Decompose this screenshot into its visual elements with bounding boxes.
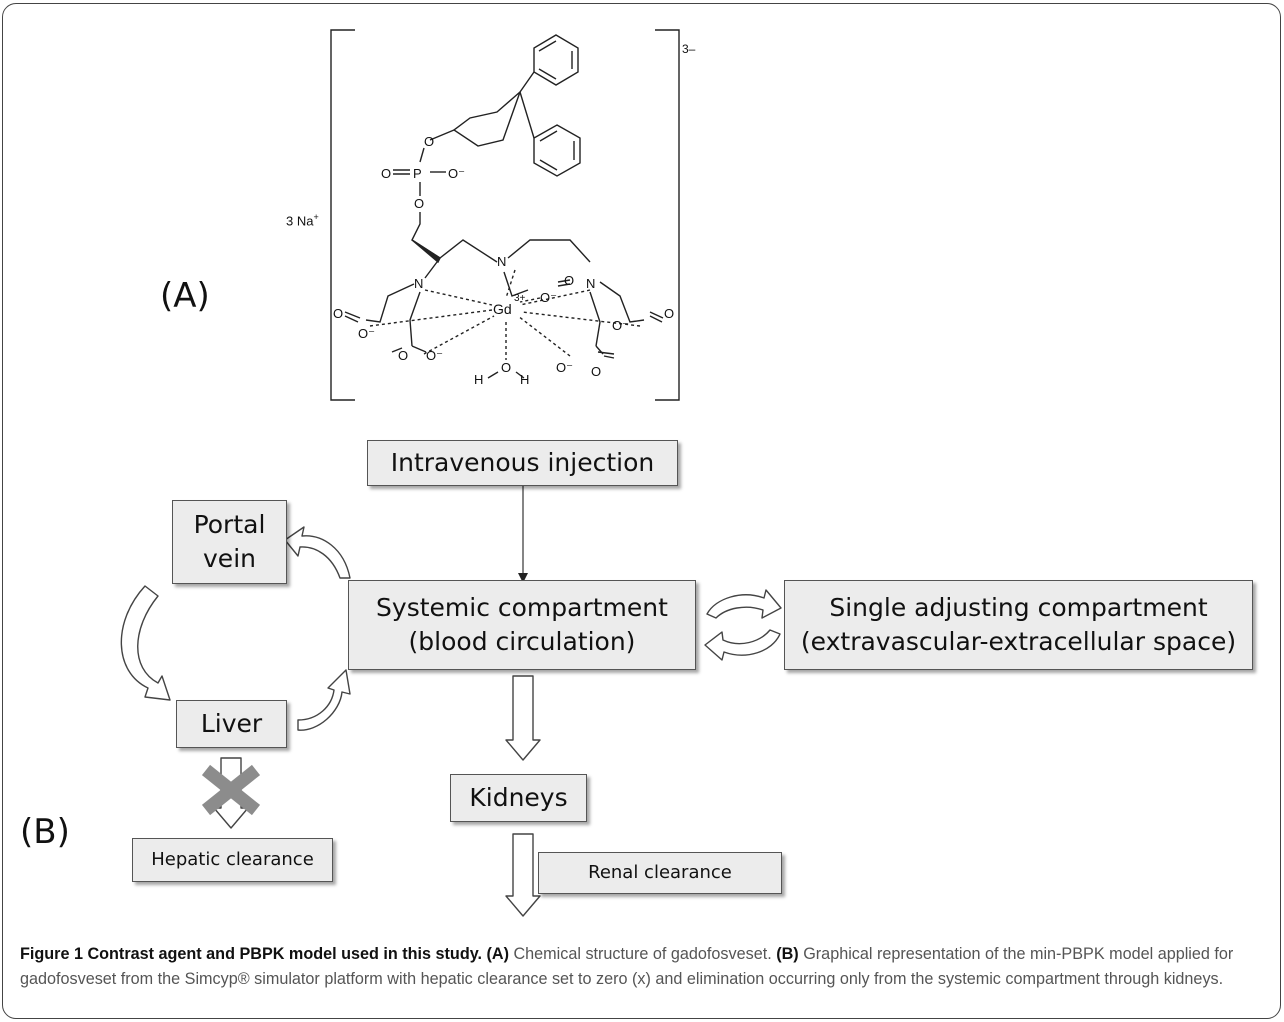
renal-clearance-label: Renal clearance [588, 861, 732, 883]
hepatic-clearance-box: Hepatic clearance [132, 838, 333, 882]
systemic-to-single-arrow [706, 589, 782, 619]
complex-charge: 3– [682, 42, 696, 56]
gadolinium-charge: 3+ [514, 293, 526, 304]
iv-injection-label: Intravenous injection [390, 448, 655, 478]
liver-to-systemic-arrow [297, 669, 351, 731]
liver-label: Liver [200, 709, 263, 739]
panel-b-label: (B) [20, 812, 70, 852]
oxygen-minus-label: O⁻ [358, 326, 375, 341]
oxygen-label: O [424, 134, 434, 149]
oxygen-label: O [381, 166, 391, 181]
hydrogen-label: H [520, 372, 529, 387]
portal-to-liver-arrow [120, 585, 171, 701]
oxygen-label: O [664, 306, 674, 321]
oxygen-minus-label: O⁻ [556, 360, 573, 375]
oxygen-minus-label: O⁻ [540, 290, 557, 305]
kidneys-box: Kidneys [450, 774, 587, 822]
portal-vein-box: Portal vein [172, 500, 287, 584]
kidneys-to-renal-arrow [505, 833, 541, 917]
figure-frame [2, 3, 1281, 1019]
panel-a-label: (A) [160, 276, 210, 316]
caption-b-text: Graphical representation of the min-PBPK… [20, 945, 1234, 988]
oxygen-label: O [398, 348, 408, 363]
kidneys-label: Kidneys [469, 783, 568, 813]
systemic-label-line2: (blood circulation) [408, 627, 636, 656]
counter-ion-text: 3 Na [286, 213, 314, 229]
oxygen-label: O [591, 364, 601, 379]
portal-vein-label-line2: vein [203, 544, 256, 573]
liver-box: Liver [176, 700, 287, 748]
oxygen-label: O [564, 273, 574, 288]
caption-a-tag: (A) [486, 945, 509, 963]
hepatic-blocked-x-icon [201, 764, 261, 816]
oxygen-minus-label: O⁻ [612, 318, 629, 333]
water-oxygen-label: O [501, 360, 511, 375]
hydrogen-label: H [474, 372, 483, 387]
single-label-line2: (extravascular-extracellular space) [800, 627, 1237, 656]
figure-caption: Figure 1 Contrast agent and PBPK model u… [20, 942, 1270, 992]
counter-ion-charge: + [313, 212, 319, 222]
single-adjusting-compartment-box: Single adjusting compartment (extravascu… [784, 580, 1253, 670]
single-label-line1: Single adjusting compartment [829, 593, 1208, 623]
systemic-compartment-box: Systemic compartment (blood circulation) [348, 580, 696, 670]
hepatic-clearance-label: Hepatic clearance [151, 848, 314, 870]
counter-ion: 3 Na+ [286, 212, 319, 228]
gadolinium-label: Gd [493, 301, 512, 317]
renal-clearance-box: Renal clearance [538, 852, 782, 894]
portal-vein-label-line1: Portal [193, 510, 266, 540]
caption-title: Figure 1 Contrast agent and PBPK model u… [20, 945, 482, 963]
iv-injection-box: Intravenous injection [367, 440, 678, 486]
oxygen-label: O [414, 196, 424, 211]
nitrogen-label: N [586, 276, 595, 291]
nitrogen-label: N [497, 254, 506, 269]
caption-b-tag: (B) [776, 945, 799, 963]
oxygen-minus-label: O⁻ [426, 348, 443, 363]
oxygen-label: O [333, 306, 343, 321]
oxygen-minus-label: O⁻ [448, 166, 465, 181]
nitrogen-label: N [414, 276, 423, 291]
phosphorus-label: P [413, 166, 422, 181]
caption-a-text: Chemical structure of gadofosveset. [513, 945, 772, 963]
systemic-to-kidneys-arrow [505, 675, 541, 761]
systemic-label-line1: Systemic compartment [376, 593, 668, 623]
systemic-to-portal-arrow [284, 526, 351, 579]
single-to-systemic-arrow [704, 629, 781, 661]
